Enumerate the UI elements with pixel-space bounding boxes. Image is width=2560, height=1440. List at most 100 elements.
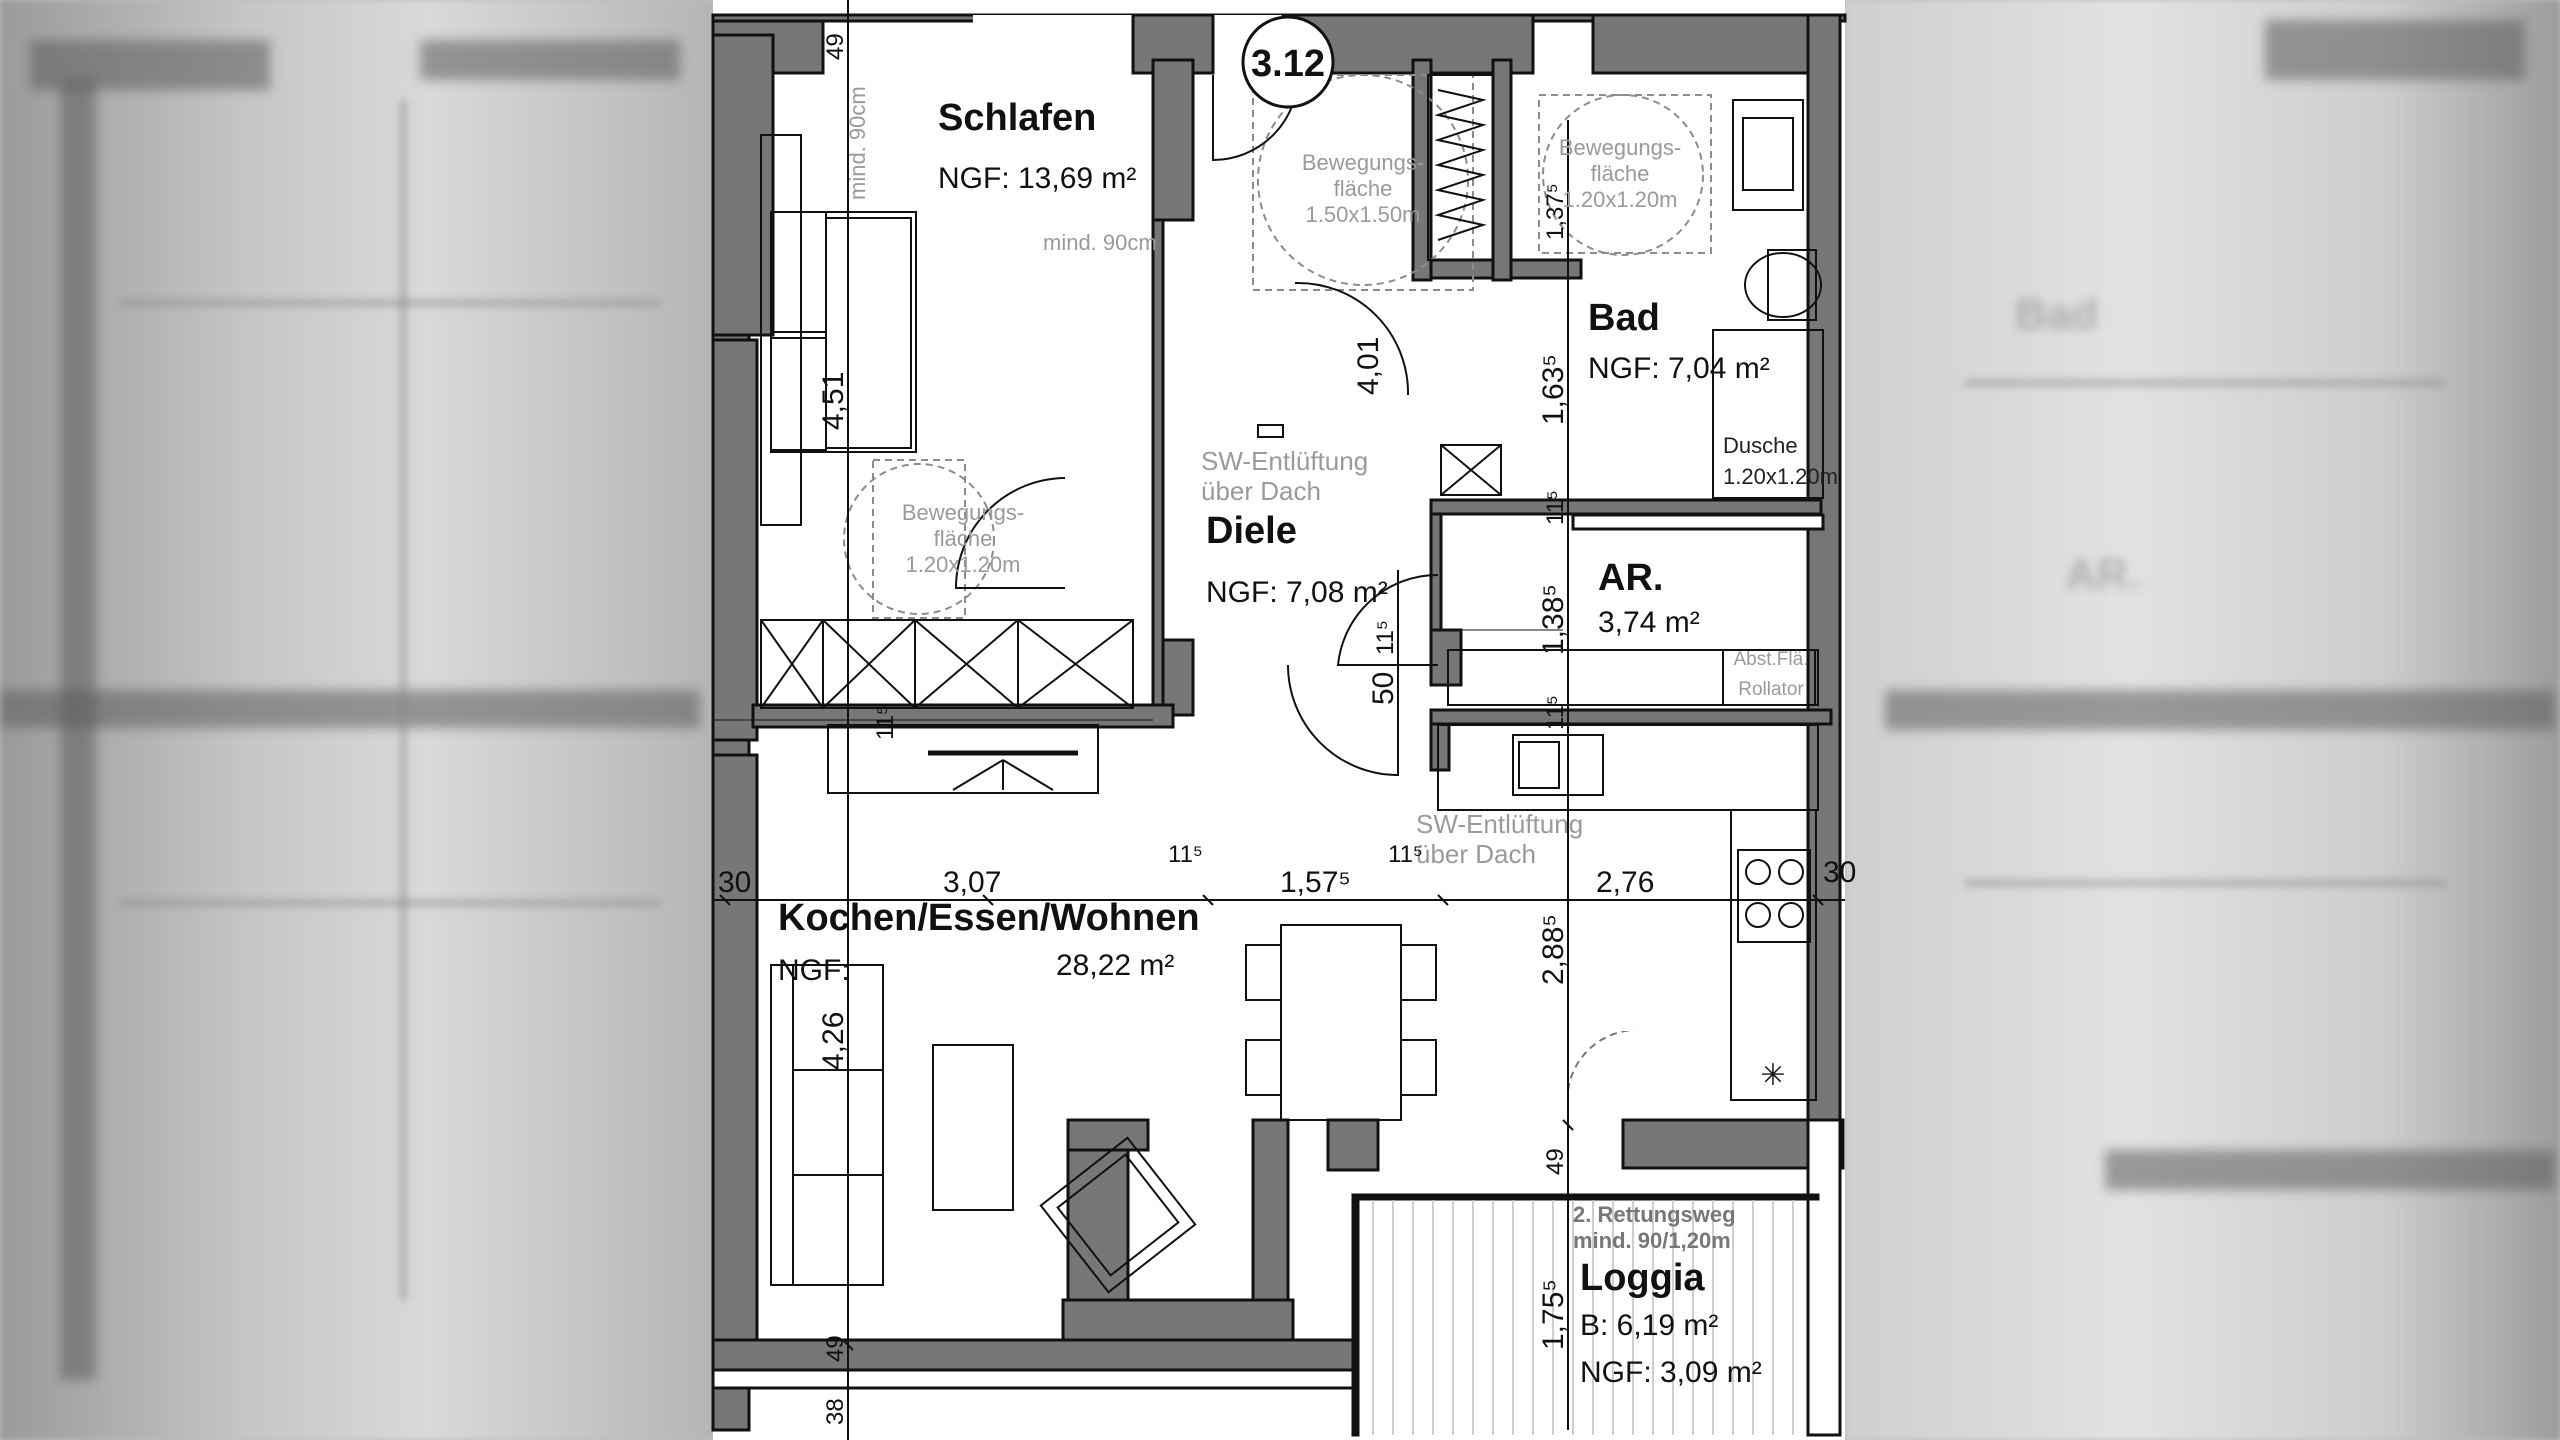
- blurred-right-area: Bad AR.: [1845, 0, 2560, 1440]
- room-kochen-area: 28,22 m²: [1056, 949, 1174, 982]
- blurred-left-area: [0, 0, 713, 1440]
- dim-1385: 1,38⁵: [1537, 584, 1570, 655]
- dim-115-diele: 11⁵: [1372, 620, 1399, 655]
- note-mind90-vertical: mind. 90cm: [845, 86, 870, 200]
- wall-ar-top: [1571, 513, 1825, 531]
- wall-bad-bottom: [1429, 498, 1823, 516]
- note-bewegung-sch-l2: fläche: [934, 526, 993, 551]
- annotations: mind. 90cm mind. 90cm Bewegungs- fläche …: [845, 86, 1838, 1253]
- dim-2885: 2,88⁵: [1537, 914, 1570, 985]
- note-rettung-l2: mind. 90/1,20m: [1573, 1228, 1731, 1253]
- ghost-label: AR.: [2065, 550, 2141, 599]
- rollator-box: [1722, 649, 1816, 706]
- note-bewegung-bad-l3: 1.20x1.20m: [1563, 187, 1678, 212]
- bed-blanket: [825, 217, 912, 449]
- dim-38-bottom: 38: [822, 1398, 849, 1425]
- door-bedroom: [954, 477, 1066, 589]
- washbasin-bowl: [1742, 117, 1794, 191]
- dining-table: [1280, 924, 1402, 1121]
- wall-loggia-corner: [1066, 1118, 1150, 1152]
- dim-50: 50: [1367, 672, 1400, 705]
- wardrobe: [760, 619, 1134, 709]
- dim-426: 4,26: [817, 1012, 850, 1070]
- wall-left-upper: [711, 33, 775, 337]
- dim-1635: 1,63⁵: [1537, 354, 1570, 425]
- kitchen-counter-right: [1730, 809, 1817, 1101]
- sink-bowl: [1518, 741, 1560, 789]
- bed-side-table: [760, 134, 802, 526]
- note-mind90: mind. 90cm: [1043, 230, 1157, 255]
- wall-kitchen-stub: [1429, 718, 1451, 772]
- wall-bottom: [711, 1338, 1355, 1372]
- floor-plan: ✳: [711, 0, 1856, 1440]
- dim-49-bottom: 49: [822, 1335, 849, 1362]
- note-sw-kueche-l2: über Dach: [1416, 839, 1536, 869]
- note-bewegung-bad-l2: fläche: [1591, 161, 1650, 186]
- note-bewegung-150-l1: Bewegungs-: [1302, 150, 1424, 175]
- wall-diele-right-mid: [1429, 498, 1443, 642]
- loggia-hatch: [1372, 1200, 1794, 1435]
- dim-30-right: 30: [1823, 856, 1856, 889]
- wall-loggia-right: [1806, 1118, 1842, 1437]
- wall-bottom-thin: [711, 1368, 1355, 1390]
- dim-115-ar: 11⁵: [1542, 695, 1569, 730]
- wall-ar-bottom: [1429, 708, 1833, 726]
- loggia-rail-top: [1356, 1193, 1820, 1201]
- dim-307: 3,07: [943, 866, 1001, 899]
- dim-49-top: 49: [822, 33, 849, 60]
- walls: [711, 13, 1847, 1437]
- note-bewegung-sch-l1: Bewegungs-: [902, 500, 1024, 525]
- note-abst-l2: Rollator: [1738, 679, 1804, 700]
- bewegung-bad-circle: [1542, 94, 1704, 256]
- room-loggia-b: B: 6,19 m²: [1580, 1309, 1718, 1342]
- ghost-line: [120, 300, 660, 306]
- dim-1375: 1,37⁵: [1542, 183, 1569, 240]
- dim-401: 4,01: [1352, 337, 1385, 395]
- dim-115-sch: 11⁵: [872, 705, 899, 740]
- dim-1575: 1,57⁵: [1280, 866, 1351, 899]
- door-kitchen: [1287, 664, 1399, 777]
- room-ar-area: 3,74 m²: [1598, 606, 1700, 639]
- door-bath: [1294, 281, 1410, 396]
- unit-tag: 3.12: [1241, 15, 1335, 109]
- ghost-wall: [420, 40, 680, 80]
- ghost-wall: [2105, 1150, 2555, 1190]
- ghost-wall: [0, 690, 700, 728]
- room-schlafen-area: NGF: 13,69 m²: [938, 162, 1136, 195]
- room-ar-name: AR.: [1598, 557, 1663, 599]
- dim-115-mid2: 11⁵: [1388, 841, 1423, 868]
- unit-number: 3.12: [1251, 43, 1325, 85]
- outer-wall-right: [1806, 13, 1842, 1127]
- wall-loggia-post: [1326, 1118, 1380, 1172]
- dim-115-mid1: 11⁵: [1168, 841, 1203, 868]
- wall-sch-right-upper: [1151, 58, 1195, 222]
- wall-ar-door-stub: [1429, 628, 1463, 687]
- armchair: [1039, 1136, 1197, 1294]
- note-dusche-l2: 1.20x1.20m: [1723, 464, 1838, 489]
- room-kochen-name: Kochen/Essen/Wohnen: [778, 897, 1200, 939]
- bath-shaft: [1440, 444, 1502, 496]
- room-bad-area: NGF: 7,04 m²: [1588, 352, 1770, 385]
- furniture: ✳: [760, 74, 1824, 1294]
- ghost-wall: [1885, 690, 2555, 730]
- ghost-line: [1965, 880, 2445, 886]
- toilet-bowl: [1744, 252, 1822, 318]
- note-bewegung-bad-l1: Bewegungs-: [1559, 135, 1681, 160]
- room-loggia-ngf: NGF: 3,09 m²: [1580, 1356, 1762, 1389]
- room-schlafen-name: Schlafen: [938, 97, 1096, 139]
- room-kochen-ngf: NGF:: [778, 954, 850, 987]
- wall-diele-right-top: [1411, 58, 1433, 282]
- svg-text:✳: ✳: [1760, 1059, 1785, 1092]
- wall-left-lower: [711, 753, 759, 1342]
- wall-bad-left: [1491, 58, 1513, 282]
- note-abst-l1: Abst.Flä.: [1734, 649, 1809, 670]
- ghost-line: [1965, 380, 2445, 386]
- wall-top-4: [1591, 13, 1835, 75]
- room-loggia-name: Loggia: [1580, 1257, 1705, 1299]
- wall-left-mid: [711, 338, 759, 742]
- door-ar: [1336, 573, 1439, 666]
- room-diele-name: Diele: [1206, 510, 1297, 552]
- sofa: [770, 964, 884, 1286]
- note-sw-diele-l2: über Dach: [1201, 476, 1321, 506]
- note-bewegung-sch-l3: 1.20x1.20m: [906, 552, 1021, 577]
